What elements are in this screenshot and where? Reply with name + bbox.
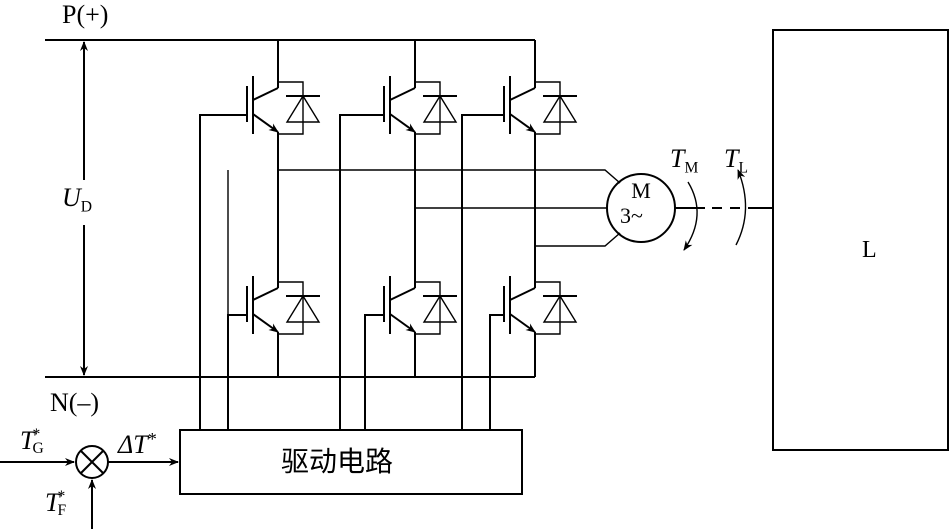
motor-torque-label: TM xyxy=(670,144,699,177)
motor-letter: M xyxy=(631,178,651,203)
igbt-switch-upper-1 xyxy=(246,70,321,150)
igbt-switch-lower-2 xyxy=(383,270,458,350)
driver-circuit-label: 驱动电路 xyxy=(281,445,394,478)
load-box xyxy=(772,29,949,451)
diode-icon xyxy=(422,94,458,123)
diode-icon xyxy=(542,294,578,323)
igbt-switch-upper-2 xyxy=(383,70,458,150)
diode-icon xyxy=(285,94,321,123)
motor-torque-arrow xyxy=(683,181,698,251)
load-torque-label: TL xyxy=(724,144,748,177)
gate-wires xyxy=(199,114,504,430)
driver-circuit-box xyxy=(179,429,523,495)
phase-lines xyxy=(278,169,621,247)
load-torque-arrow xyxy=(735,169,747,246)
motor-phases: 3~ xyxy=(620,203,643,228)
igbt-switch-upper-3 xyxy=(503,70,578,150)
diode-icon xyxy=(422,294,458,323)
feedback-torque-label: T*F xyxy=(45,488,67,520)
igbt-switch-lower-1 xyxy=(246,270,321,350)
igbt-switch-lower-3 xyxy=(503,270,578,350)
positive-rail-label: P(+) xyxy=(62,0,109,29)
error-torque-label: ΔT* xyxy=(118,429,157,460)
diode-icon xyxy=(285,294,321,323)
negative-rail-label: N(–) xyxy=(50,388,100,417)
diode-icon xyxy=(542,94,578,123)
phase-w-line xyxy=(535,232,621,247)
phase-u-line xyxy=(278,169,621,184)
load-label: L xyxy=(862,237,877,263)
reference-torque-label: T*G xyxy=(20,426,44,458)
summing-junction xyxy=(75,445,109,479)
dc-voltage-label: UD xyxy=(62,183,93,216)
